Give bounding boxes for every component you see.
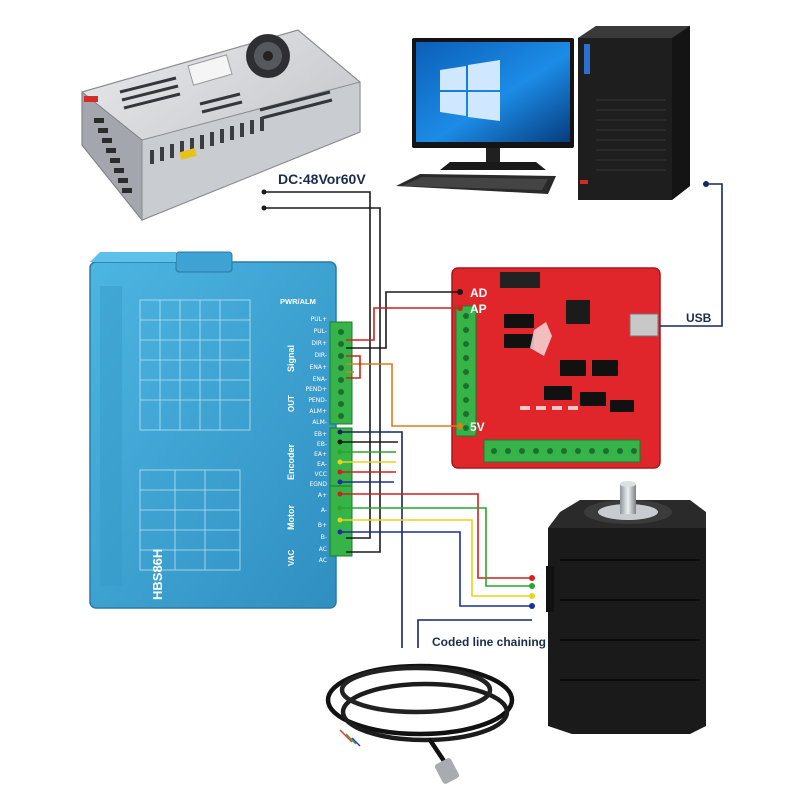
mcu-chip [566, 300, 590, 324]
term-pul-minus: PUL- [314, 328, 327, 335]
wires [261, 181, 723, 648]
stepper-motor [546, 481, 706, 734]
term-dir-plus: DIR+ [311, 340, 327, 347]
power-supply [81, 29, 361, 222]
term-eb-plus: EB+ [314, 431, 327, 438]
encoder-cable [325, 663, 515, 773]
term-pend-minus: PEND- [308, 397, 327, 404]
ap-label: AP [470, 302, 487, 316]
term-b-plus: B+ [318, 522, 327, 529]
term-a-plus: A+ [318, 492, 327, 499]
settings-table [139, 299, 251, 571]
term-ena-minus: ENA- [313, 376, 327, 383]
computer [396, 26, 690, 200]
v5-label: 5V [470, 420, 485, 434]
group-signal: Signal [286, 345, 296, 372]
term-ena-plus: ENA+ [310, 364, 327, 371]
encoder-terminal-block [329, 427, 353, 487]
cable-connector [434, 758, 460, 784]
usb-port-icon [629, 313, 659, 337]
tower-icon [578, 26, 690, 200]
coded-line-label: Coded line chaining [432, 635, 546, 649]
group-encoder: Encoder [286, 443, 296, 480]
term-dir-minus: DIR- [315, 352, 327, 359]
group-out: OUT [287, 395, 296, 412]
term-ea-minus: EA- [317, 461, 327, 468]
dc-supply-label: DC:48Vor60V [278, 171, 366, 187]
term-ea-plus: EA+ [314, 451, 327, 458]
term-vcc: VCC [315, 471, 327, 478]
term-alm-minus: ALM- [312, 419, 327, 426]
motion-control-board [451, 267, 661, 469]
term-ac-2: AC [319, 557, 327, 564]
term-eb-minus: EB- [317, 441, 327, 448]
group-vac: VAC [287, 549, 296, 566]
term-egnd: EGND [309, 481, 327, 488]
monitor-icon [412, 38, 574, 170]
usb-label: USB [686, 311, 712, 325]
stepper-driver: HBS86H PWR/ALM PUL+ PUL- DIR+ DIR- ENA+ … [89, 251, 353, 609]
driver-model: HBS86H [150, 549, 165, 600]
term-a-minus: A- [321, 507, 327, 514]
term-pul-plus: PUL+ [311, 316, 327, 323]
pin-header [500, 272, 540, 288]
term-pend-plus: PEND+ [305, 386, 327, 393]
signal-terminal-block [329, 321, 353, 425]
ad-label: AD [470, 286, 488, 300]
keyboard-icon [396, 174, 556, 194]
term-ac-1: AC [319, 546, 327, 553]
term-alm-plus: ALM+ [309, 408, 327, 415]
group-motor: Motor [286, 505, 296, 530]
pwr-alm-label: PWR/ALM [280, 297, 316, 306]
term-b-minus: B- [321, 534, 327, 541]
